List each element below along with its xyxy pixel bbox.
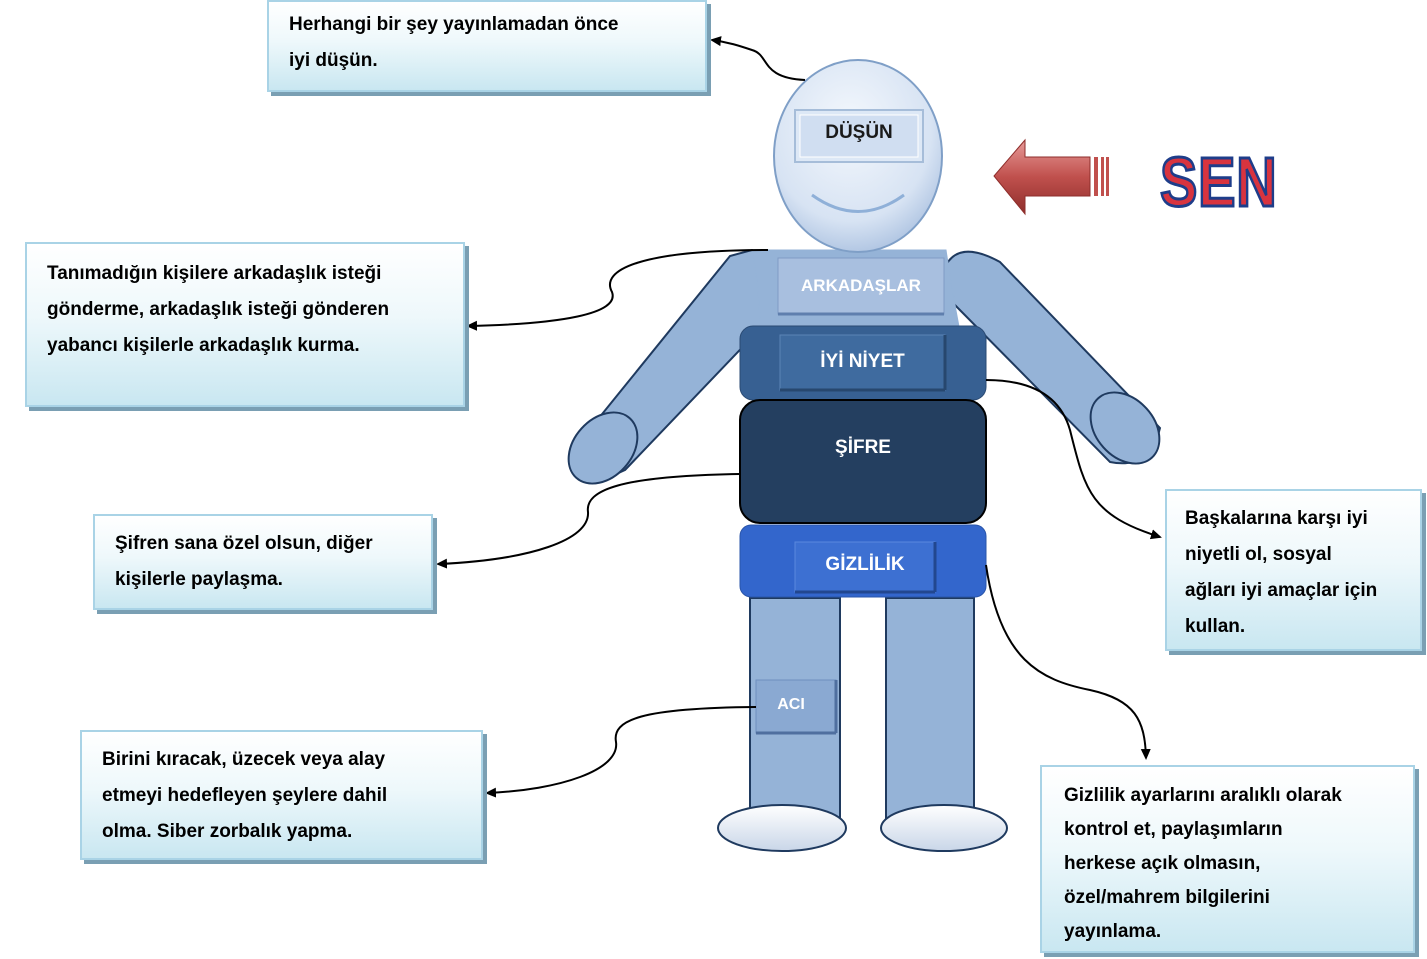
callout-privacy-line: herkese açık olmasın,	[1064, 853, 1261, 874]
callout-friends-line: gönderme, arkadaşlık isteği gönderen	[47, 299, 390, 320]
leg-label-box	[755, 679, 838, 735]
callout-goodwill: Başkalarına karşı iyi niyetli ol, sosyal…	[1165, 489, 1422, 651]
callout-privacy: Gizlilik ayarlarını aralıklı olarak kont…	[1040, 765, 1415, 953]
callout-friends-line: Tanımadığın kişilere arkadaşlık isteği	[47, 263, 382, 284]
callout-pain: Birini kıracak, üzecek veya alay etmeyi …	[80, 730, 483, 860]
head-label: DÜŞÜN	[825, 122, 893, 143]
right-leg	[885, 597, 975, 821]
sen-label: SEN	[1159, 143, 1278, 221]
callout-goodwill-line: Başkalarına karşı iyi	[1185, 508, 1368, 529]
callout-privacy-line: yayınlama.	[1064, 921, 1162, 942]
right-shoe	[880, 804, 1008, 852]
password-band	[739, 399, 987, 524]
callout-pain-line: olma. Siber zorbalık yapma.	[102, 821, 353, 842]
callout-think: Herhangi bir şey yayınlamadan önce iyi d…	[267, 0, 707, 92]
callout-pain-line: Birini kıracak, üzecek veya alay	[102, 749, 386, 770]
callout-goodwill-line: kullan.	[1185, 616, 1246, 637]
callout-goodwill-line: niyetli ol, sosyal	[1185, 544, 1332, 565]
left-shoe	[717, 804, 847, 852]
chest-label-box	[777, 257, 945, 316]
connector-goodwill	[985, 379, 1162, 540]
callout-friends: Tanımadığın kişilere arkadaşlık isteği g…	[25, 242, 465, 407]
connector-pain	[485, 706, 757, 798]
callout-pain-line: etmeyi hedefleyen şeylere dahil	[102, 785, 388, 806]
right-arm	[944, 250, 1162, 465]
connector-privacy	[985, 564, 1151, 760]
connector-friends	[466, 249, 769, 331]
callout-password-line: kişilerle paylaşma.	[115, 569, 283, 590]
chest-label: ARKADAŞLAR	[801, 276, 921, 295]
callout-think-line: Herhangi bir şey yayınlamadan önce	[289, 14, 619, 35]
callout-password: Şifren sana özel olsun, diğer kişilerle …	[93, 514, 433, 610]
goodwill-label: İYİ NİYET	[820, 351, 905, 372]
leg-label: ACI	[777, 696, 805, 713]
pointer-arrow	[993, 138, 1109, 216]
privacy-label: GİZLİLİK	[825, 554, 905, 575]
privacy-label-box	[794, 541, 937, 594]
connector-password	[436, 473, 741, 569]
callout-privacy-line: kontrol et, paylaşımların	[1064, 819, 1283, 840]
callout-think-line: iyi düşün.	[289, 50, 378, 71]
callout-privacy-line: Gizlilik ayarlarını aralıklı olarak	[1064, 785, 1342, 806]
callout-goodwill-line: ağları iyi amaçlar için	[1185, 580, 1378, 601]
smile	[811, 193, 905, 213]
head-label-box	[794, 109, 924, 163]
callout-privacy-line: özel/mahrem bilgilerini	[1064, 887, 1270, 908]
callout-friends-line: yabancı kişilerle arkadaşlık kurma.	[47, 335, 360, 356]
password-label: ŞİFRE	[835, 437, 891, 458]
goodwill-label-box	[779, 334, 947, 392]
connector-think	[710, 36, 806, 81]
callout-password-line: Şifren sana özel olsun, diğer	[115, 533, 373, 554]
